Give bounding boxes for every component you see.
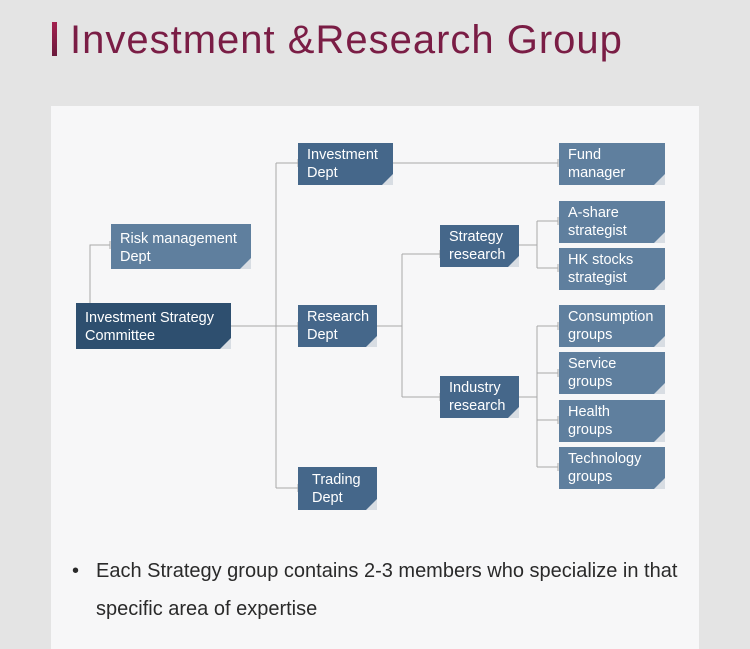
node-risk-management-dept: Risk management Dept [111,224,251,269]
node-investment-strategy-committee: Investment Strategy Committee [76,303,231,349]
node-investment-dept: Investment Dept [298,143,393,185]
header: Investment &Research Group [0,0,750,100]
node-health-groups: Health groups [559,400,665,442]
page-title: Investment &Research Group [70,18,623,62]
node-consumption-groups: Consumption groups [559,305,665,347]
bullet-glyph: • [72,560,80,582]
node-trading-dept: Trading Dept [298,467,377,510]
node-strategy-research: Strategy research [440,225,519,267]
connector-committee-risk [89,244,110,303]
node-service-groups: Service groups [559,352,665,394]
note-text: Each Strategy group contains 2-3 members… [96,560,678,620]
node-a-share-strategist: A-share strategist [559,201,665,243]
node-technology-groups: Technology groups [559,447,665,489]
node-research-dept: Research Dept [298,305,377,347]
node-fund-manager: Fund manager [559,143,665,185]
node-industry-research: Industry research [440,376,519,418]
node-hk-stocks-strategist: HK stocks strategist [559,248,665,290]
title-accent-bar [52,22,57,56]
